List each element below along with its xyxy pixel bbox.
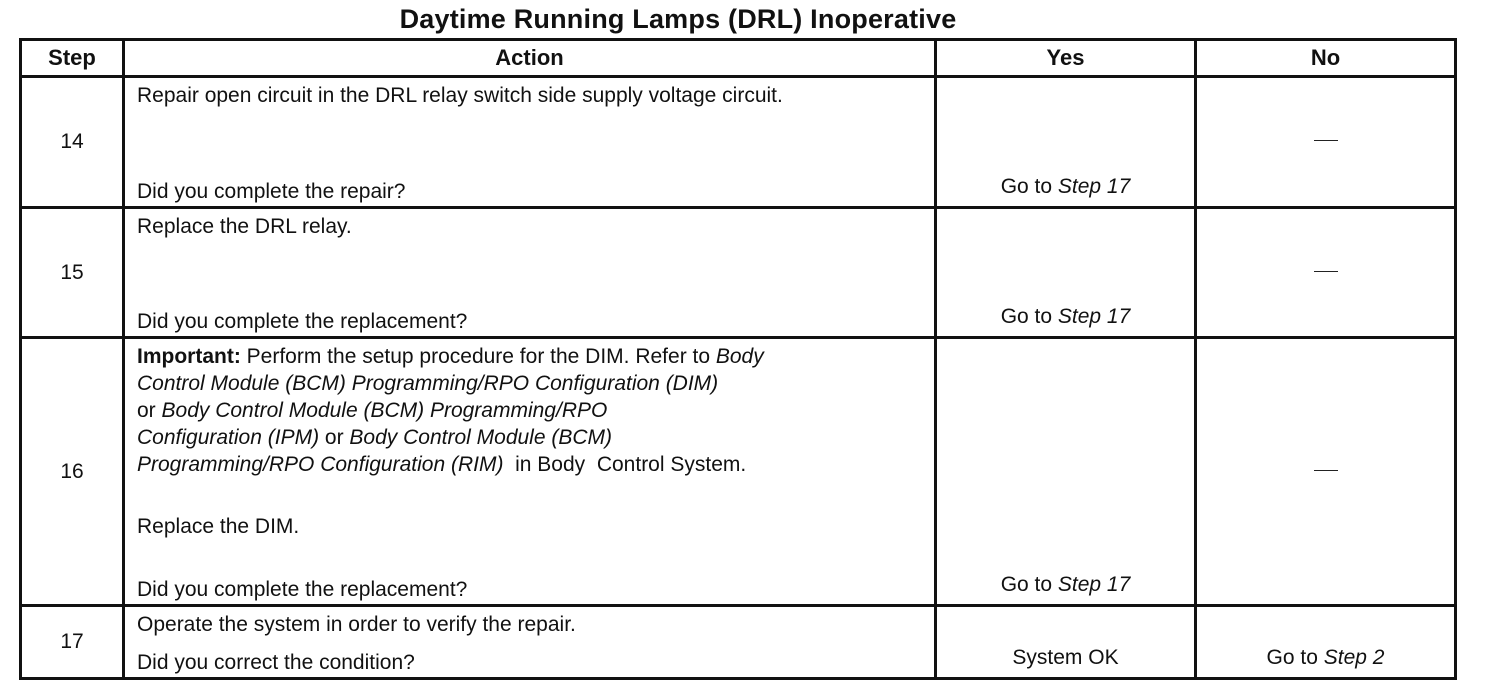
dash-icon	[1313, 469, 1338, 471]
table-row: 15 Replace the DRL relay. Did you comple…	[19, 206, 1457, 339]
step-reference-link[interactable]: Step 17	[1057, 573, 1131, 596]
step-reference-link[interactable]: Step 17	[1057, 175, 1131, 198]
step-reference-link[interactable]: Step 2	[1323, 646, 1385, 669]
step-reference-link[interactable]: Step 17	[1057, 305, 1131, 328]
no-value: —	[1197, 458, 1454, 482]
diagnostic-table: Step Action Yes No 14 Repair open circui…	[19, 38, 1457, 680]
reference-link[interactable]: Control Module (BCM) Programming/RPO Con…	[137, 372, 719, 395]
reference-link[interactable]: Programming/RPO Configuration (RIM)	[137, 453, 504, 476]
yes-text: System OK	[1012, 646, 1119, 669]
no-cell: —	[1194, 336, 1457, 607]
header-action: Action	[122, 38, 937, 78]
header-yes: Yes	[934, 38, 1197, 78]
yes-text: Go to	[1000, 175, 1058, 198]
no-text: Go to	[1266, 646, 1324, 669]
action-question: Did you correct the condition?	[137, 651, 415, 674]
dash-icon	[1313, 140, 1338, 142]
yes-text: Go to	[1000, 305, 1058, 328]
step-number: 16	[19, 336, 125, 607]
yes-text: Go to	[1000, 573, 1058, 596]
header-step: Step	[19, 38, 125, 78]
action-text: Replace the DIM.	[137, 515, 300, 538]
no-value: —	[1197, 259, 1454, 283]
action-text: Replace the DRL relay.	[137, 215, 352, 238]
action-cell: Replace the DRL relay. Did you complete …	[122, 206, 937, 339]
reference-link[interactable]: Body Control Module (BCM) Programming/RP…	[161, 399, 608, 422]
yes-cell: Go to Step 17	[934, 206, 1197, 339]
reference-link[interactable]: Configuration (IPM)	[137, 426, 320, 449]
no-cell: Go to Step 2	[1194, 604, 1457, 680]
action-text: Operate the system in order to verify th…	[137, 613, 576, 636]
action-question: Did you complete the replacement?	[137, 310, 468, 333]
note-text: or	[319, 426, 350, 449]
no-cell: —	[1194, 75, 1457, 209]
note-text: in Body Control System.	[503, 453, 747, 476]
dash-icon	[1313, 270, 1338, 272]
step-number: 15	[19, 206, 125, 339]
note-text: Perform the setup procedure for the DIM.…	[240, 345, 716, 368]
no-value: —	[1197, 129, 1454, 153]
action-cell: Repair open circuit in the DRL relay swi…	[122, 75, 937, 209]
action-question: Did you complete the repair?	[137, 180, 406, 203]
action-cell: Operate the system in order to verify th…	[122, 604, 937, 680]
yes-cell: Go to Step 17	[934, 336, 1197, 607]
action-text: Repair open circuit in the DRL relay swi…	[137, 84, 783, 107]
table-row: 17 Operate the system in order to verify…	[19, 604, 1457, 680]
important-note: Important: Perform the setup procedure f…	[137, 343, 926, 370]
yes-cell: Go to Step 17	[934, 75, 1197, 209]
no-cell: —	[1194, 206, 1457, 339]
reference-link[interactable]: Body	[715, 345, 764, 368]
step-number: 17	[19, 604, 125, 680]
page-title: Daytime Running Lamps (DRL) Inoperative	[399, 4, 957, 34]
yes-cell: System OK	[934, 604, 1197, 680]
step-number: 14	[19, 75, 125, 209]
action-question: Did you complete the replacement?	[137, 578, 468, 601]
table-header-row: Step Action Yes No	[19, 38, 1457, 78]
table-row: 14 Repair open circuit in the DRL relay …	[19, 75, 1457, 209]
note-text: or	[137, 399, 162, 422]
reference-link[interactable]: Body Control Module (BCM)	[349, 426, 613, 449]
header-no: No	[1194, 38, 1457, 78]
table-row: 16 Important: Perform the setup procedur…	[19, 336, 1457, 607]
action-cell: Important: Perform the setup procedure f…	[122, 336, 937, 607]
important-label: Important:	[137, 345, 241, 368]
